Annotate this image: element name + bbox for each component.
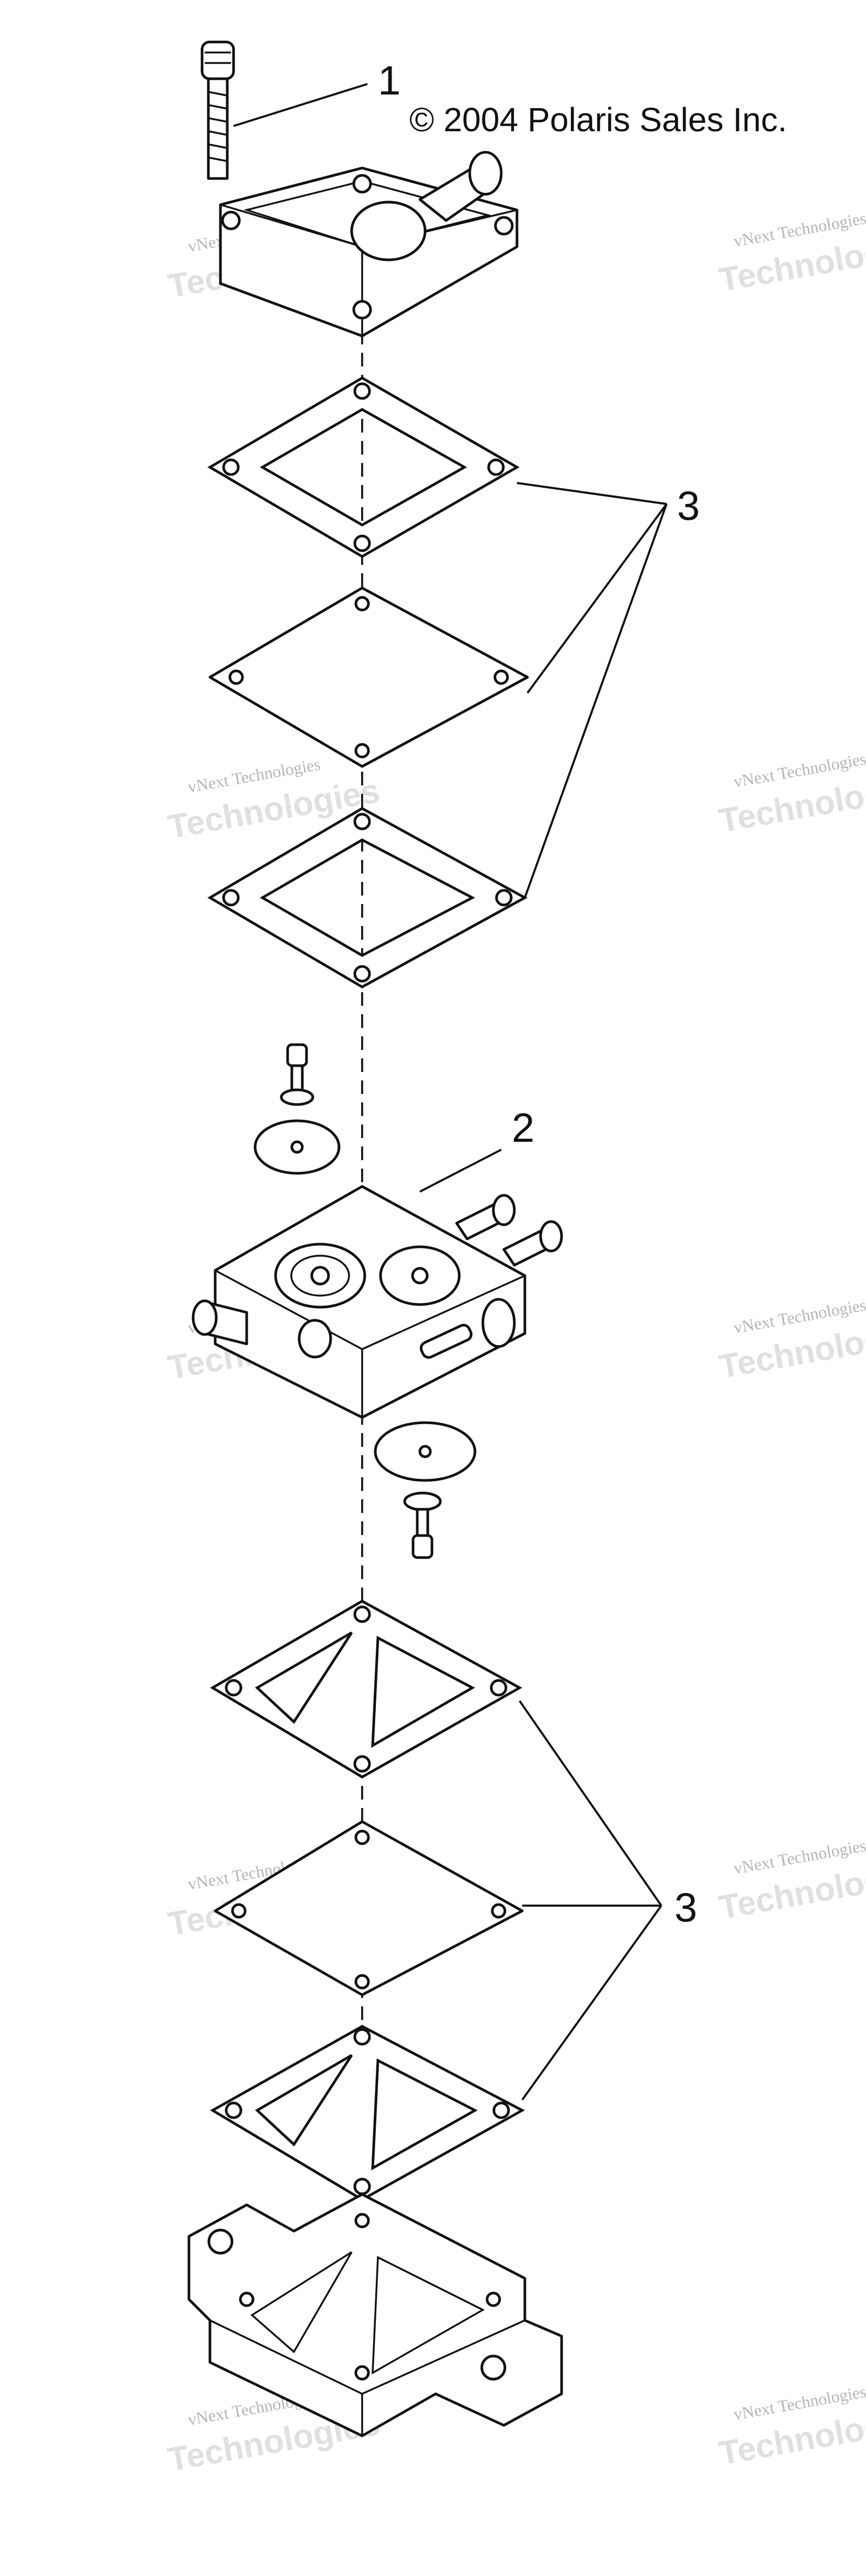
- lower-diaphragm-and-screw: [374, 1421, 477, 1559]
- base-mount-hole-left: [207, 2228, 234, 2255]
- bolt-head: [200, 40, 235, 80]
- watermark-4: vNext Technologies Technologies: [716, 749, 866, 839]
- copyright-text: © 2004 Polaris Sales Inc.: [409, 101, 787, 139]
- callout-leader-pump-body: [419, 1149, 502, 1193]
- pump-body-part: [192, 1185, 563, 1419]
- watermark-2: vNext Technologies Technologies: [716, 208, 866, 299]
- upper-gasket-1: [207, 376, 520, 558]
- cover-outlet-nipple: [468, 151, 503, 196]
- callout-leader-upper-gaskets: [516, 482, 668, 898]
- upper-diaphragm: [208, 586, 529, 768]
- lower-gasket-2: [210, 2025, 525, 2201]
- base-plate-part: [187, 2193, 563, 2437]
- pump-outlet-boss: [481, 1298, 516, 1348]
- watermark-6: vNext Technologies Technologies: [716, 1295, 866, 1385]
- callout-leader-lower-gaskets: [519, 1700, 662, 2101]
- bolt-part: [200, 40, 235, 180]
- callout-label-bolt: 1: [378, 57, 400, 103]
- watermark-10: vNext Technologies Technologies: [716, 2382, 866, 2472]
- pump-side-port: [298, 1319, 332, 1359]
- pump-side-slot: [419, 1323, 473, 1359]
- callout-label-upper-gasket-set: 3: [677, 482, 700, 529]
- watermark-8: vNext Technologies Technologies: [716, 1836, 866, 1926]
- callout-leader-bolt: [233, 83, 368, 127]
- cover-outlet-cap: [350, 201, 427, 261]
- lower-diaphragm: [214, 1820, 524, 1996]
- callout-label-pump-body: 2: [512, 1105, 534, 1151]
- upper-gasket-2: [207, 807, 528, 989]
- upper-screw-and-diaphragm: [254, 1043, 341, 1175]
- callout-label-lower-gasket-set: 3: [674, 1884, 697, 1930]
- pump-body-block: [214, 1185, 526, 1419]
- lower-gasket-1: [210, 1600, 523, 1779]
- base-mount-hole-right: [480, 2354, 506, 2381]
- top-cover-part: [219, 151, 519, 338]
